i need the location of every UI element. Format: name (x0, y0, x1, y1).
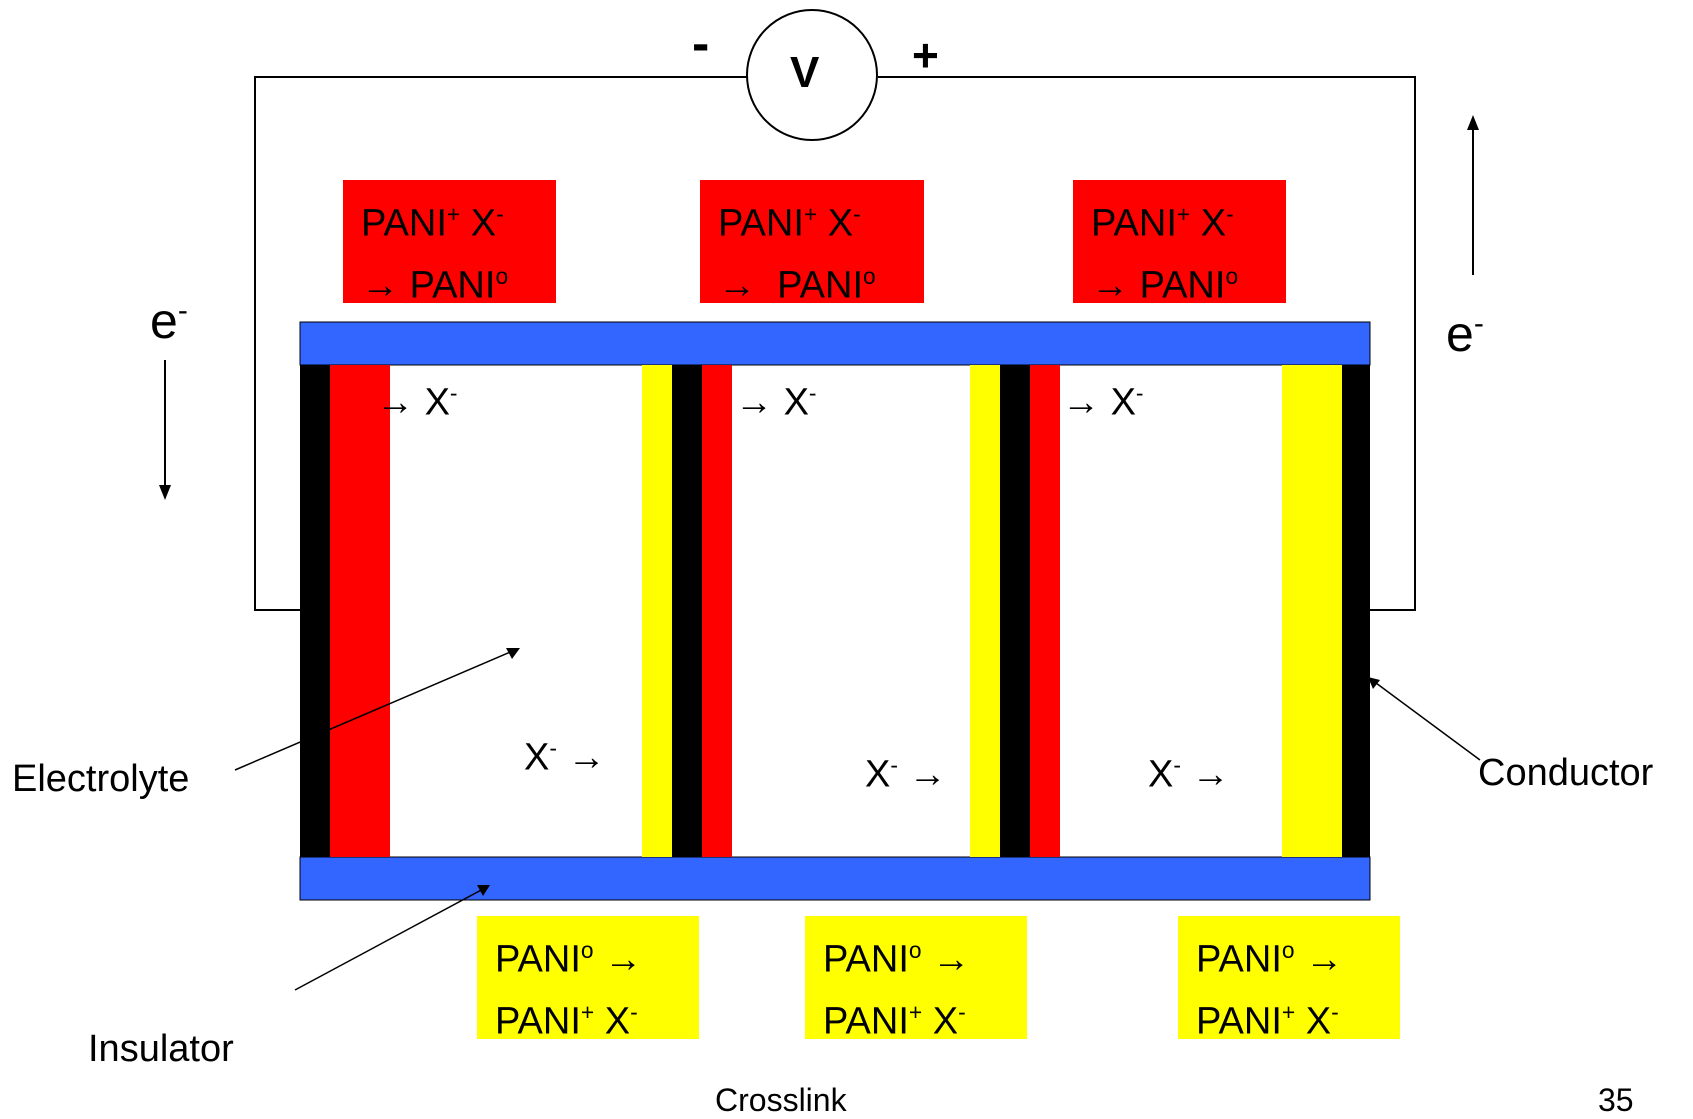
anion-flow-top: → X- (376, 380, 458, 424)
bottom-insulator (299, 856, 1371, 901)
conductor-layer (1342, 365, 1370, 857)
top-insulator (299, 321, 1371, 366)
negative-terminal: - (692, 15, 710, 73)
conductor-pointer (1371, 679, 1481, 761)
oxidation-box: PANI+ X- → PANIo (343, 180, 556, 306)
positive-terminal: + (912, 29, 939, 81)
anion-flow-bottom: X- → (865, 752, 947, 796)
electron-label-right: e- (1446, 306, 1484, 362)
arrow-head-icon (1467, 115, 1479, 130)
voltmeter-label: V (790, 48, 820, 97)
electrolyte-pointer (234, 649, 516, 771)
arrow-head-icon (477, 885, 490, 896)
conductor-layer (672, 365, 702, 857)
arrow-head-icon (506, 648, 520, 659)
insulator-pointer (294, 887, 486, 991)
circuit-wire-right (878, 76, 1416, 611)
circuit-wire-left (254, 76, 750, 611)
insulator-label: Insulator (88, 1028, 234, 1070)
electrolyte-label: Electrolyte (12, 758, 190, 800)
arrow-head-icon (159, 485, 171, 500)
oxidation-box: PANI+ X- → PANIo (1073, 180, 1286, 306)
anion-flow-bottom: X- → (1148, 752, 1230, 796)
oxidized-pani-layer (330, 365, 390, 857)
oxidized-pani-layer (702, 365, 732, 857)
anion-flow-top: → X- (1062, 380, 1144, 424)
oxidized-pani-layer (1030, 365, 1060, 857)
arrow-head-icon (1368, 677, 1380, 689)
conductor-label: Conductor (1478, 752, 1654, 794)
anion-flow-top: → X- (735, 380, 817, 424)
voltmeter-icon (746, 9, 878, 141)
reduction-box: PANIo → PANI+ X- (477, 916, 699, 1042)
conductor-layer (300, 365, 330, 857)
anion-flow-bottom: X- → (524, 735, 606, 779)
reduced-pani-layer (1282, 365, 1342, 857)
footer-title: Crosslink (715, 1082, 847, 1118)
reduced-pani-layer (642, 365, 672, 857)
conductor-layer (1000, 365, 1030, 857)
page-number: 35 (1598, 1082, 1634, 1118)
reduction-box: PANIo → PANI+ X- (805, 916, 1027, 1042)
oxidation-box: PANI+ X- → PANIo (700, 180, 924, 306)
reduction-box: PANIo → PANI+ X- (1178, 916, 1400, 1042)
reduced-pani-layer (970, 365, 1000, 857)
electron-label-left: e- (150, 293, 188, 349)
